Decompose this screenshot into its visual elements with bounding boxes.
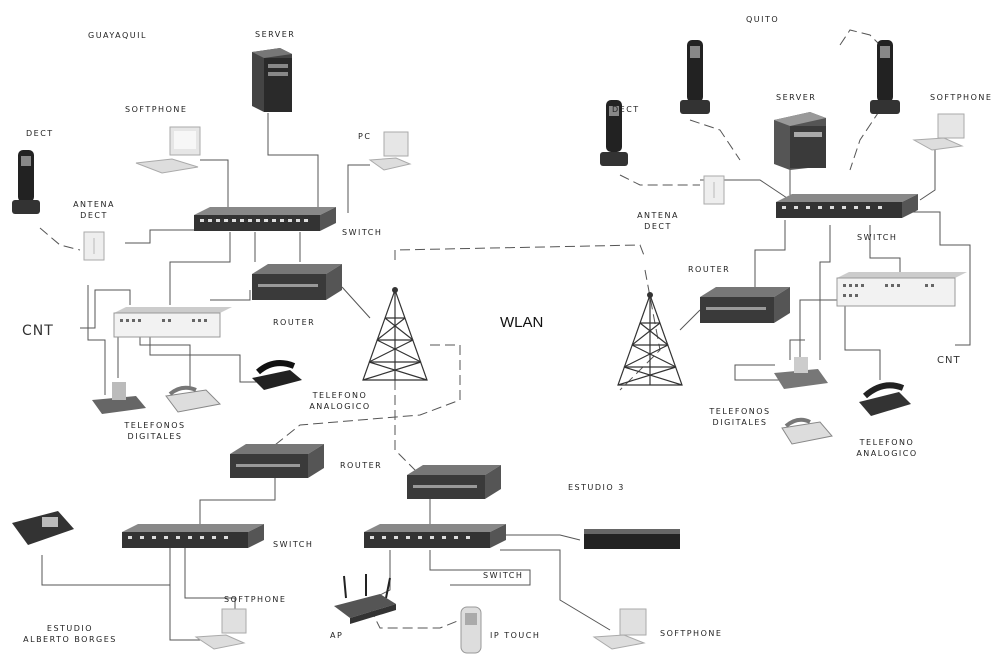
digital-phone-icon — [778, 412, 834, 452]
switch-label: SWITCH — [342, 227, 382, 238]
analog-phone-icon — [855, 378, 915, 424]
cnt-logo: CNT — [937, 355, 961, 366]
antena-dect-label: ANTENA DECT — [630, 210, 686, 232]
switch-icon — [772, 192, 922, 222]
label-line: TELEFONO — [847, 437, 927, 448]
label-line: ANALOGICO — [847, 448, 927, 459]
switch-label: SWITCH — [857, 232, 897, 243]
computer-icon — [590, 605, 652, 651]
computer-icon — [192, 605, 252, 651]
site-label-estudio-ab: ESTUDIO ALBERTO BORGES — [15, 623, 125, 645]
telefonos-digitales-label: TELEFONOS DIGITALES — [700, 406, 780, 428]
analog-phone-icon — [248, 358, 306, 396]
softphone-label: SOFTPHONE — [125, 104, 187, 115]
router-icon — [405, 463, 505, 503]
ip-touch-icon — [455, 605, 487, 655]
pbx-icon — [112, 305, 234, 339]
access-point-icon — [330, 572, 400, 628]
cnt-logo: CNT — [22, 323, 54, 339]
dect-antenna-icon — [80, 228, 108, 264]
pc-label: PC — [358, 131, 371, 142]
site-label-quito: QUITO — [746, 14, 779, 25]
dect-phone-icon — [8, 148, 44, 218]
switch-icon — [190, 205, 340, 235]
dect-label: DECT — [26, 128, 54, 139]
switch-label: SWITCH — [273, 539, 313, 550]
label-line: ALBERTO BORGES — [15, 634, 125, 645]
telefonos-digitales-label: TELEFONOS DIGITALES — [115, 420, 195, 442]
antena-dect-label: ANTENA DECT — [66, 199, 122, 221]
ap-label: AP — [330, 630, 343, 641]
label-line: TELEFONO — [300, 390, 380, 401]
switch-label: SWITCH — [483, 570, 523, 581]
switch-icon — [118, 522, 268, 552]
label-line: DECT — [630, 221, 686, 232]
label-line: DIGITALES — [700, 417, 780, 428]
server-icon — [770, 108, 830, 170]
tower-icon — [355, 285, 435, 385]
server-label: SERVER — [776, 92, 816, 103]
computer-icon — [910, 112, 970, 154]
label-line: DIGITALES — [115, 431, 195, 442]
telefono-analogico-label: TELEFONO ANALOGICO — [300, 390, 380, 412]
dect-phone-icon — [866, 38, 904, 118]
router-icon — [228, 442, 328, 482]
label-line: DECT — [66, 210, 122, 221]
site-label-guayaquil: GUAYAQUIL — [88, 30, 147, 41]
digital-phone-icon — [770, 355, 830, 395]
softphone-label: SOFTPHONE — [660, 628, 722, 639]
label-line: TELEFONOS — [700, 406, 780, 417]
pbx-icon — [835, 270, 970, 308]
label-line: ESTUDIO — [15, 623, 125, 634]
telefono-analogico-label: TELEFONO ANALOGICO — [847, 437, 927, 459]
router-icon — [698, 285, 793, 327]
ip-phone-icon — [8, 505, 78, 555]
server-label: SERVER — [255, 29, 295, 40]
dect-phone-icon — [676, 38, 714, 118]
digital-phone-icon — [88, 378, 148, 420]
site-label-estudio3: ESTUDIO 3 — [568, 482, 625, 493]
label-line: ANTENA — [66, 199, 122, 210]
computer-icon — [368, 130, 413, 175]
softphone-label: SOFTPHONE — [930, 92, 992, 103]
tower-icon — [610, 290, 690, 390]
label-line: TELEFONOS — [115, 420, 195, 431]
label-line: ANTENA — [630, 210, 686, 221]
label-line: ANALOGICO — [300, 401, 380, 412]
dect-antenna-icon — [700, 172, 728, 208]
softphone-label: SOFTPHONE — [224, 594, 286, 605]
router-label: ROUTER — [273, 317, 315, 328]
digital-phone-icon — [162, 382, 222, 418]
ip-touch-label: IP TOUCH — [490, 630, 540, 641]
dect-label: DECT — [612, 104, 640, 115]
wlan-label: WLAN — [500, 314, 543, 331]
rack-device-icon — [582, 527, 682, 553]
router-icon — [250, 262, 345, 304]
router-label: ROUTER — [340, 460, 382, 471]
computer-icon — [128, 125, 208, 183]
switch-icon — [360, 522, 510, 552]
server-icon — [246, 46, 296, 114]
router-label: ROUTER — [688, 264, 730, 275]
